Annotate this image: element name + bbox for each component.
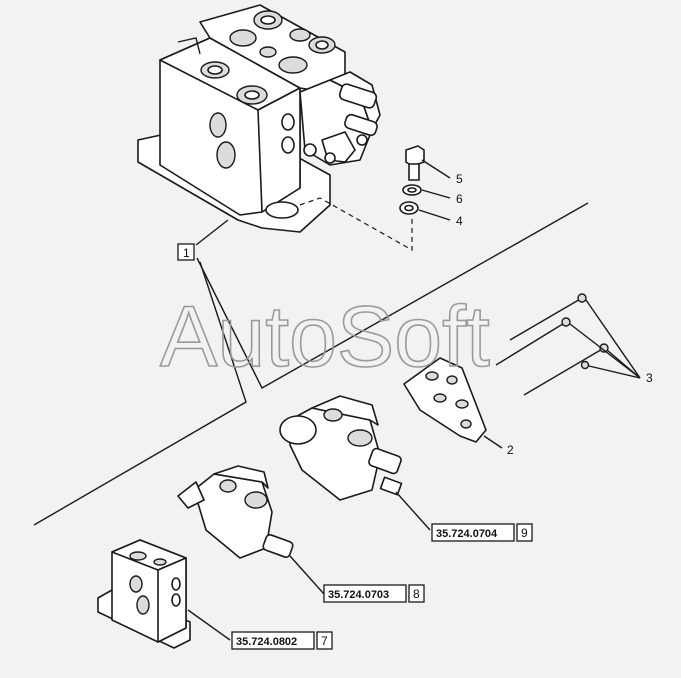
leader-7 xyxy=(187,609,231,641)
base-mount-hole xyxy=(265,201,299,219)
leader-4 xyxy=(418,209,451,221)
gasket-hole-e xyxy=(460,419,472,429)
tie-rod-nut-4 xyxy=(580,360,590,370)
ref-7-code-box[interactable] xyxy=(231,631,315,650)
spool-section-8 xyxy=(177,465,325,595)
gasket-hole-a xyxy=(425,371,439,381)
section-9-cap xyxy=(279,415,317,445)
reference-8: 35.724.0703 8 xyxy=(323,584,425,603)
main-valve-assembly xyxy=(137,4,413,252)
tie-rod-2 xyxy=(495,321,567,366)
section-9-port-b xyxy=(323,408,343,422)
leader-8 xyxy=(289,555,325,595)
block-7-port-d xyxy=(171,593,181,607)
leader-3a xyxy=(585,299,641,379)
gasket-plate: 2 xyxy=(403,357,514,457)
port-side-d xyxy=(281,136,295,154)
callout-3: 3 xyxy=(646,371,653,385)
tie-rod-3 xyxy=(523,347,605,396)
spool-section-9 xyxy=(279,395,431,531)
washer-hole xyxy=(407,187,417,193)
callout-4: 4 xyxy=(456,214,463,228)
section-1-port-e xyxy=(278,56,308,74)
section-9-port xyxy=(347,429,373,447)
block-7-port-side-b xyxy=(136,595,150,615)
tie-rod-1 xyxy=(509,297,583,341)
callout-1-box xyxy=(177,243,195,261)
port-top-a-inner xyxy=(207,65,223,75)
callout-1-group: 1 xyxy=(177,219,229,261)
block-7-port-top-b xyxy=(153,558,167,566)
leader-3d xyxy=(588,365,641,379)
leader-3c xyxy=(606,349,641,379)
block-7-port-side xyxy=(129,575,143,593)
gasket-hole-c xyxy=(433,393,447,403)
ref-9-num-box xyxy=(516,523,533,542)
ref-8-num-box xyxy=(408,584,425,603)
port-side-b xyxy=(216,141,236,169)
inlet-block-7 xyxy=(97,539,231,649)
tie-rods: 3 xyxy=(495,293,653,396)
reference-7: 35.724.0802 7 xyxy=(231,631,333,650)
divider-upper xyxy=(196,202,589,389)
block-7-port-top xyxy=(129,551,147,561)
callout-2: 2 xyxy=(507,443,514,457)
section-1-port-f xyxy=(259,46,277,58)
section-8-port-b xyxy=(219,479,237,493)
divider-lines xyxy=(33,202,589,526)
gasket-hole-b xyxy=(446,375,458,385)
callout-6: 6 xyxy=(456,192,463,206)
section-1-port-d-inner xyxy=(315,40,329,50)
reference-9: 35.724.0704 9 xyxy=(431,523,533,542)
leader-9 xyxy=(395,491,431,531)
leader-2 xyxy=(483,435,503,449)
bolt-head xyxy=(405,145,425,167)
tie-rod-nut-2 xyxy=(561,317,571,327)
ref-7-num: 7 xyxy=(321,634,328,648)
port-top-b-inner xyxy=(244,90,260,100)
ref-8-num: 8 xyxy=(413,587,420,601)
ref-7-num-box xyxy=(316,631,333,650)
nut-hole xyxy=(404,204,414,212)
fitting-left xyxy=(177,37,201,55)
section-1-port-a-inner xyxy=(260,15,276,25)
ref-7-code[interactable]: 35.724.0802 xyxy=(236,636,297,648)
ref-9-code[interactable]: 35.724.0704 xyxy=(436,528,498,540)
section-8-top xyxy=(213,465,269,489)
spool-end-cap-a xyxy=(338,83,378,109)
section-8-endcap xyxy=(177,481,205,509)
fastener-stack: 5 6 4 xyxy=(399,145,463,228)
section-9-spool-end xyxy=(368,447,402,475)
ref-8-code[interactable]: 35.724.0703 xyxy=(328,589,389,601)
section-1-port-c xyxy=(289,28,311,42)
mounting-dashed-line xyxy=(299,197,413,252)
ref-9-code-box[interactable] xyxy=(431,523,515,542)
leader-1 xyxy=(195,219,229,246)
divider-lower xyxy=(33,261,247,526)
callout-1: 1 xyxy=(183,246,190,260)
ref-9-num: 9 xyxy=(521,526,528,540)
leader-5 xyxy=(421,159,451,179)
section-9-top xyxy=(311,395,379,426)
port-side-a xyxy=(209,112,227,138)
callout-5: 5 xyxy=(456,172,463,186)
tie-rod-nut-1 xyxy=(577,293,587,303)
section-1-port-b xyxy=(229,29,257,47)
spool-bolt-a xyxy=(303,143,317,157)
gasket-hole-d xyxy=(455,399,469,409)
port-side-c xyxy=(281,113,295,131)
leader-6 xyxy=(421,189,451,199)
section-8-port xyxy=(244,491,268,509)
bolt-shank xyxy=(408,163,420,181)
section-9-clevis xyxy=(379,476,403,496)
block-7-port-c xyxy=(171,577,181,591)
section-8-spool-end xyxy=(262,534,294,558)
spool-bolt-b xyxy=(324,152,336,164)
watermark: AutoSoft xyxy=(160,289,490,385)
spool-bolt-c xyxy=(356,134,368,146)
spool-end-cap-b xyxy=(344,113,378,137)
ref-8-code-box[interactable] xyxy=(323,584,407,603)
